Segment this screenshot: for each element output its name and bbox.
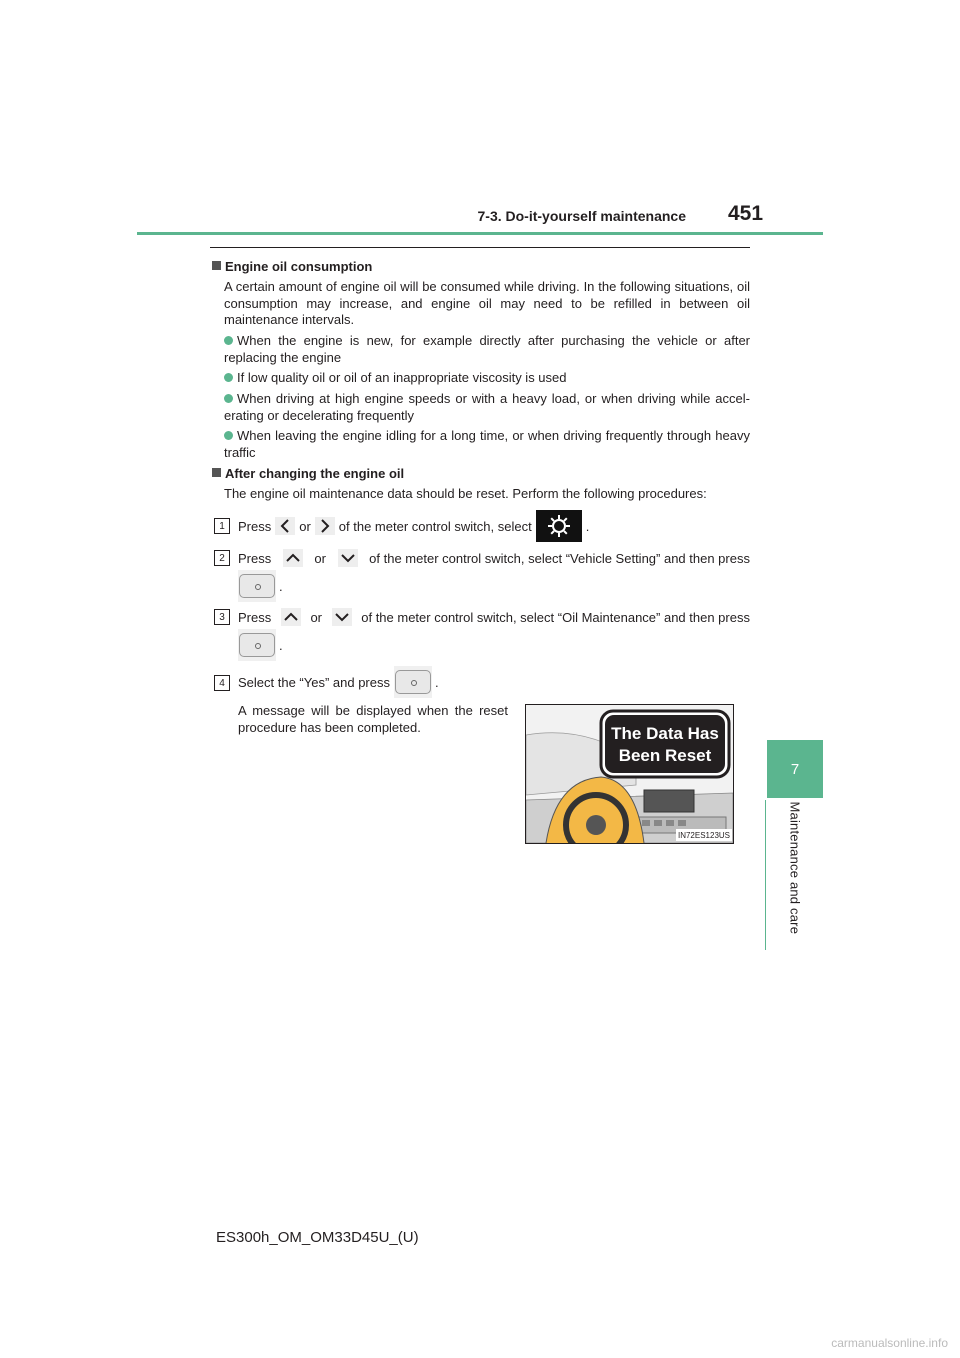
step-number: 1	[214, 518, 230, 534]
chevron-up-icon	[280, 608, 301, 626]
step-number: 3	[214, 609, 230, 625]
circle-bullet-icon	[224, 394, 233, 403]
chevron-down-icon	[331, 608, 352, 626]
step-text: .	[585, 518, 590, 534]
step-text: or	[314, 550, 326, 566]
step-text: of the meter control switch, select “Veh…	[369, 550, 750, 566]
step-text: .	[279, 578, 283, 594]
list-item-text: When the engine is new, for example dire…	[224, 333, 750, 365]
list-item: When the engine is new, for example dire…	[224, 333, 750, 366]
step-3: Press or of the meter control switch, se…	[238, 607, 750, 627]
chevron-down-icon	[337, 549, 358, 567]
step-number: 2	[214, 550, 230, 566]
step-4-note: A message will be displayed when the res…	[238, 703, 508, 735]
section-heading-after-changing: After changing the engine oil	[212, 466, 404, 481]
footer-model: ES300h_OM_OM33D45U_(U)	[216, 1229, 419, 1246]
step-text: of the meter control switch, select “Oil…	[361, 609, 750, 625]
watermark: carmanualsonline.info	[831, 1336, 948, 1350]
step-text: .	[279, 637, 283, 653]
step-text: or	[299, 518, 311, 534]
chapter-tab-label: Maintenance and care	[787, 801, 803, 935]
step-text: or	[310, 609, 323, 625]
chapter-tab-line	[765, 800, 766, 950]
ok-button-icon	[238, 570, 276, 602]
chevron-right-icon	[314, 517, 335, 535]
section-heading-oil-consumption: Engine oil consumption	[212, 259, 372, 274]
step-number: 4	[214, 675, 230, 691]
step-text: Press	[238, 609, 272, 625]
circle-bullet-icon	[224, 336, 233, 345]
paragraph-after-changing: The engine oil maintenance data should b…	[224, 486, 707, 501]
step-text: .	[435, 674, 439, 690]
step-text: Press	[238, 550, 272, 566]
list-item: When driving at high engine speeds or wi…	[224, 391, 750, 424]
step-4: Select the “Yes” and press .	[238, 666, 439, 698]
bubble-line-1: The Data Has	[611, 724, 719, 743]
step-text: of the meter control switch, select	[338, 518, 532, 534]
ok-button-icon	[238, 629, 276, 661]
header-rule	[137, 232, 823, 235]
gear-icon	[535, 510, 582, 542]
step-text: Press	[238, 518, 272, 534]
list-item: If low quality oil or oil of an inapprop…	[224, 370, 750, 387]
circle-bullet-icon	[224, 431, 233, 440]
ok-button-icon	[394, 666, 432, 698]
chapter-tab-label-wrap: Maintenance and care	[784, 801, 806, 955]
step-2: Press or of the meter control switch, se…	[238, 548, 750, 568]
bubble-line-2: Been Reset	[619, 746, 712, 765]
dashboard-illustration: The Data Has Been Reset IN72ES123US	[525, 704, 734, 844]
paragraph-oil-consumption: A certain amount of engine oil will be c…	[224, 279, 750, 327]
square-bullet-icon	[212, 261, 221, 270]
circle-bullet-icon	[224, 373, 233, 382]
section-heading-text: After changing the engine oil	[225, 466, 405, 481]
list-item: When leaving the engine idling for a lon…	[224, 428, 750, 461]
dashboard-drawing: The Data Has Been Reset IN72ES123US	[526, 705, 733, 843]
page-number: 451	[728, 202, 764, 225]
content-top-rule	[210, 247, 750, 248]
chevron-left-icon	[275, 517, 296, 535]
square-bullet-icon	[212, 468, 221, 477]
section-heading-text: Engine oil consumption	[225, 259, 373, 274]
list-item-text: When driving at high engine speeds or wi…	[224, 391, 750, 423]
step-3-cont: .	[238, 629, 283, 661]
list-item-text: If low quality oil or oil of an inapprop…	[237, 370, 567, 385]
step-1: Press or of the meter control switch, se…	[238, 510, 589, 542]
chevron-up-icon	[282, 549, 303, 567]
step-2-cont: .	[238, 570, 283, 602]
step-text: Select the “Yes” and press	[238, 674, 390, 690]
illustration-code: IN72ES123US	[678, 831, 730, 840]
chapter-tab-number: 7	[767, 740, 823, 798]
section-title: 7-3. Do-it-yourself maintenance	[477, 208, 687, 224]
list-item-text: When leaving the engine idling for a lon…	[224, 428, 750, 460]
